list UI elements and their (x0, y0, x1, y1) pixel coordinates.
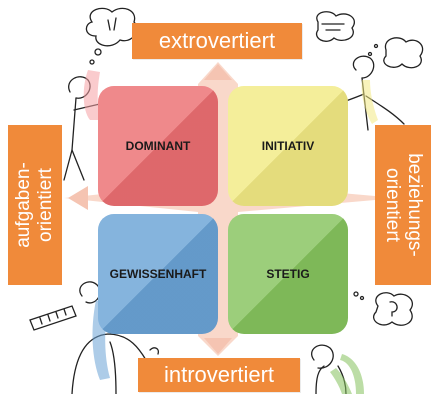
axis-label-right-line1: beziehungs- (404, 153, 425, 257)
axis-label-extrovertiert: extrovertiert (132, 23, 302, 59)
cloud-right (383, 37, 424, 69)
person-bottomright-head (311, 344, 334, 369)
quadrant-gewissenhaft-label: GEWISSENHAFT (109, 267, 207, 281)
thought-bubble-right (315, 11, 355, 42)
quadrant-dominant-label: DOMINANT (125, 139, 191, 153)
quadrant-initiativ: INITIATIV (228, 86, 348, 206)
quadrant-stetig-label: STETIG (266, 267, 310, 281)
axis-label-beziehungsorientiert: beziehungs- orientiert (375, 125, 431, 285)
person-bottomleft-head (79, 281, 101, 304)
quadrant-gewissenhaft: GEWISSENHAFT (98, 214, 218, 334)
quadrant-stetig: STETIG (228, 214, 348, 334)
thought-bubble-left (85, 7, 138, 47)
quadrant-initiativ-label: INITIATIV (261, 139, 315, 153)
person-topright-head (352, 55, 375, 79)
quadrant-dominant: DOMINANT (98, 86, 218, 206)
ruler-icon (29, 305, 77, 331)
axis-label-left-line1: aufgaben- (13, 162, 34, 248)
axis-label-left-line2: orientiert (35, 168, 56, 242)
thought-bubble-bottomright (373, 292, 413, 326)
axis-label-right-line2: orientiert (382, 168, 403, 242)
axis-label-aufgabenorientiert: aufgaben- orientiert (8, 125, 62, 285)
axis-label-introvertiert: introvertiert (138, 358, 300, 392)
